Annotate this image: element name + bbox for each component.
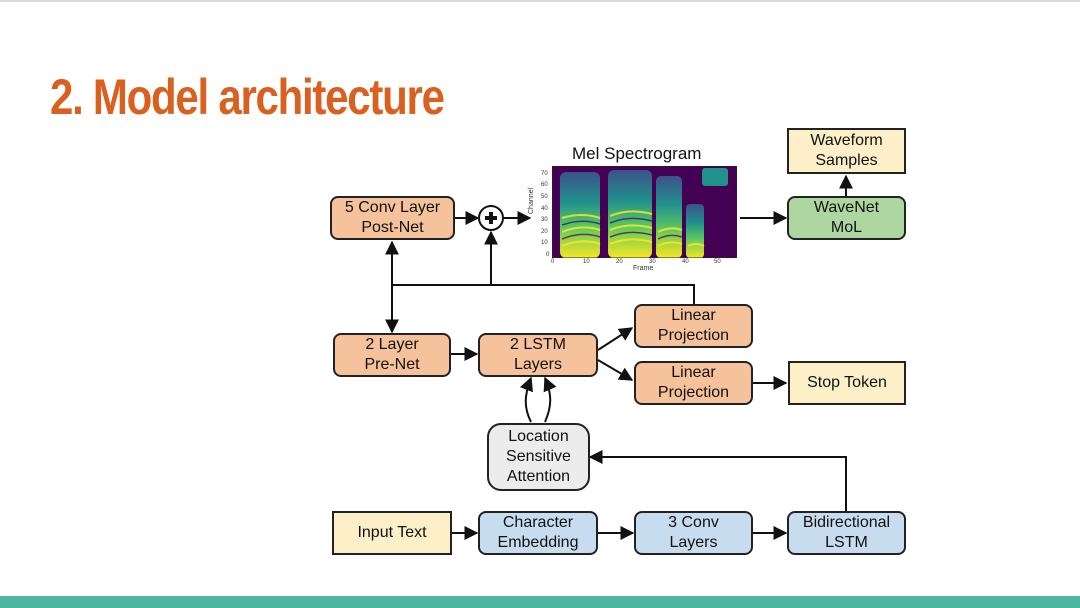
spectrogram-xtick: 20	[616, 259, 623, 265]
spectrogram-xlabel: Frame	[633, 265, 654, 272]
spectrogram-ylabel: Channel	[528, 187, 535, 214]
spectrogram-ytick: 20	[541, 229, 548, 235]
waveform-box: Waveform Samples	[787, 128, 906, 174]
linear-projection-box-2: Linear Projection	[634, 361, 753, 405]
arrow-lstm-to-proj1	[597, 327, 634, 351]
top-rule	[0, 0, 1080, 2]
spectrogram-ytick: 50	[541, 194, 548, 200]
bilstm-box: Bidirectional LSTM	[787, 511, 906, 555]
spectrogram-ytick: 0	[546, 252, 550, 258]
arrow-lstm-to-attention	[543, 376, 557, 423]
sum-node	[478, 205, 504, 231]
stop-token-box: Stop Token	[788, 361, 906, 405]
feedback-line	[392, 284, 695, 304]
footer-bar	[0, 596, 1080, 608]
postnet-box: 5 Conv Layer Post-Net	[330, 196, 455, 240]
spectrogram-ytick: 30	[541, 217, 548, 223]
spectrogram-ytick: 60	[541, 182, 548, 188]
arrow-lstm-to-proj2	[597, 359, 634, 381]
spectrogram-ytick: 10	[541, 240, 548, 246]
spectrogram-title: Mel Spectrogram	[572, 144, 702, 163]
prenet-box: 2 Layer Pre-Net	[333, 333, 451, 377]
slide-title: 2. Model architecture	[50, 69, 445, 125]
spectrogram-xtick: 40	[682, 259, 689, 265]
lstm-box: 2 LSTM Layers	[478, 333, 598, 377]
spectrogram-ytick: 70	[541, 171, 548, 177]
spectrogram-xtick: 10	[583, 259, 590, 265]
arrow-attention-to-lstm	[519, 376, 533, 423]
conv-layers-box: 3 Conv Layers	[634, 511, 753, 555]
spectrogram-xtick: 30	[649, 259, 656, 265]
input-text-box: Input Text	[332, 511, 452, 555]
arrow-bilstm-to-attention	[588, 450, 847, 511]
linear-projection-box-1: Linear Projection	[634, 304, 753, 348]
spectrogram-xtick: 0	[551, 259, 555, 265]
spectrogram-ytick: 40	[541, 206, 548, 212]
wavenet-box: WaveNet MoL	[787, 196, 906, 240]
spectrogram-xtick: 50	[714, 259, 721, 265]
spectrogram-image	[552, 166, 737, 258]
character-embedding-box: Character Embedding	[478, 511, 598, 555]
attention-box: Location Sensitive Attention	[487, 423, 590, 491]
